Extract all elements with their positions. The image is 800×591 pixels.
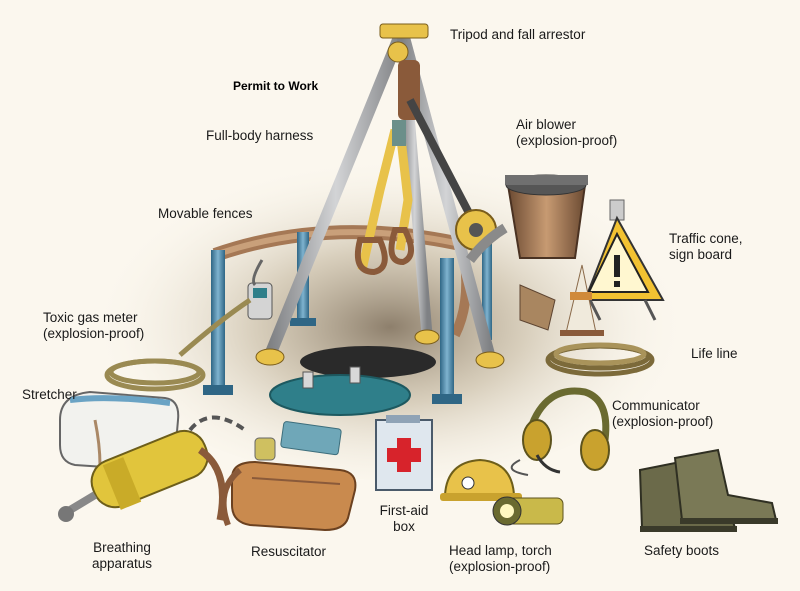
traffic-sublabel: sign board	[669, 247, 733, 262]
traffic-cone-icon	[519, 264, 604, 336]
tripod-label: Tripod and fall arrestor	[450, 27, 586, 42]
harness-icon	[354, 120, 414, 276]
head-lamp-sublabel: (explosion-proof)	[449, 559, 551, 574]
first-aid-box-icon	[375, 415, 433, 491]
head-lamp-label: Head lamp, torch	[449, 543, 552, 558]
manhole-icon	[269, 346, 436, 416]
permit-label: Permit to Work	[233, 79, 319, 93]
gas-meter-label: Toxic gas meter	[43, 310, 138, 325]
air-blower-label: Air blower	[516, 117, 577, 132]
breathing-apparatus-icon	[58, 415, 276, 522]
warning-sign-icon	[583, 199, 665, 321]
communicator-icon	[510, 387, 610, 476]
fence-icon	[203, 225, 492, 404]
stretcher-label: Stretcher	[22, 387, 77, 402]
tag	[280, 421, 342, 456]
hose-coil	[104, 297, 252, 392]
communicator-sublabel: (explosion-proof)	[612, 414, 714, 429]
breathing-sublabel: apparatus	[91, 556, 153, 571]
fences-label: Movable fences	[158, 206, 253, 221]
gas-meter-sublabel: (explosion-proof)	[43, 326, 145, 341]
first-aid-sublabel: box	[393, 519, 415, 534]
life-line-label: Life line	[691, 346, 738, 361]
resuscitator-icon	[220, 460, 357, 532]
tripod-icon	[255, 23, 505, 369]
air-blower-icon	[466, 174, 588, 264]
boots-label: Safety boots	[644, 543, 720, 558]
traffic-label: Traffic cone,	[669, 231, 743, 246]
safety-boots-icon	[638, 448, 778, 532]
resuscitator-label: Resuscitator	[251, 544, 327, 559]
breathing-label: Breathing	[93, 540, 151, 555]
communicator-label: Communicator	[612, 398, 700, 413]
air-blower-sublabel: (explosion-proof)	[516, 133, 618, 148]
first-aid-label: First-aid	[379, 503, 429, 518]
torch-icon	[492, 496, 564, 526]
life-line-icon	[545, 342, 655, 377]
harness-label: Full-body harness	[206, 128, 314, 143]
